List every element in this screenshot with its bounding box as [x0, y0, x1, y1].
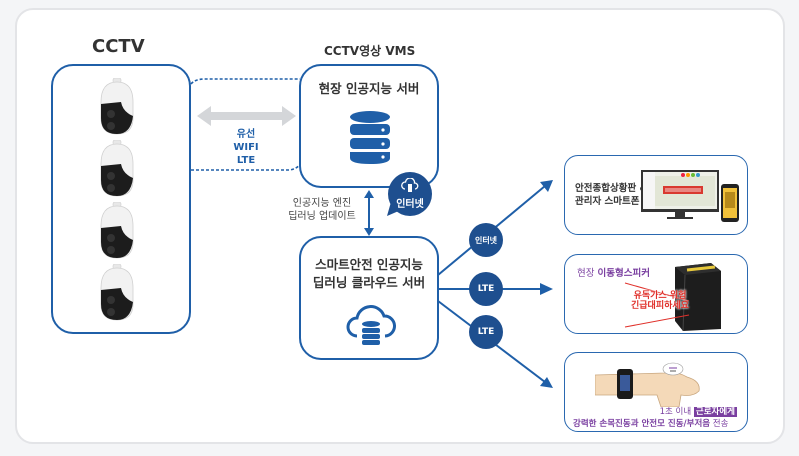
link-type-wired: 유선	[236, 129, 256, 140]
smartwatch-wrist-icon	[595, 362, 700, 407]
dome-camera-icon	[97, 263, 137, 322]
speaker-alert-line-1: 유독가스 위험	[633, 291, 687, 301]
speaker-label: 현장 이동형스피커	[577, 265, 650, 279]
update-line-2: 딥러닝 업데이트	[288, 211, 356, 222]
link-type-wifi: WIFI	[233, 142, 259, 153]
cloud-server-icon	[401, 178, 419, 192]
dashboard-output-box: 안전종합상황판 & 관리자 스마트폰	[564, 155, 748, 235]
speaker-pointer-lines	[624, 282, 690, 328]
database-icon	[350, 111, 390, 164]
wearable-line-1-highlight: 근로자에게	[693, 407, 737, 417]
speaker-output-box: 현장 이동형스피커 유독가스 위험 긴급대피하세요	[564, 254, 748, 334]
vms-server-box: 현장 인공지능 서버	[299, 64, 439, 188]
speaker-alert: 유독가스 위험 긴급대피하세요	[631, 291, 689, 311]
cctv-box	[51, 64, 191, 334]
wearable-line-1: 1초 이내 근로자에게	[660, 405, 737, 417]
wearable-output-box: 1초 이내 근로자에게 강력한 손목진동과 안전모 진동/부저음 전송	[564, 352, 748, 432]
wearable-line-2-plain: 전송	[710, 419, 729, 429]
camera-list	[97, 77, 147, 326]
dashboard-label: 안전종합상황판 & 관리자 스마트폰	[575, 182, 648, 208]
dashboard-label-line-2: 관리자 스마트폰	[575, 196, 640, 207]
speaker-icon	[675, 263, 721, 331]
cloud-database-icon	[346, 305, 396, 345]
cloud-server-box: 스마트안전 인공지능 딥러닝 클라우드 서버	[299, 236, 439, 360]
link-type-lte: LTE	[236, 155, 256, 166]
dashboard-label-line-1: 안전종합상황판 &	[575, 183, 648, 194]
cloud-title-line-1: 스마트안전 인공지능	[315, 257, 423, 272]
wearable-line-2: 강력한 손목진동과 안전모 진동/부저음 전송	[573, 417, 728, 429]
dome-camera-icon	[97, 139, 137, 198]
internet-bubble: 인터넷	[385, 170, 435, 218]
wearable-line-2-bold: 강력한 손목진동과 안전모 진동/부저음	[573, 419, 711, 429]
speaker-label-plain: 현장	[577, 268, 598, 279]
internet-bubble-label: 인터넷	[396, 199, 424, 210]
dome-camera-icon	[97, 77, 137, 136]
cctv-title: CCTV	[92, 36, 145, 57]
cloud-server-title: 스마트안전 인공지능 딥러닝 클라우드 서버	[301, 256, 437, 292]
link-types: 유선 WIFI LTE	[226, 128, 266, 167]
connector-lte-2: LTE	[469, 315, 503, 349]
connector-lte-1: LTE	[469, 272, 503, 306]
speaker-label-bold: 이동형스피커	[597, 268, 650, 279]
update-text: 인공지능 엔진 딥러닝 업데이트	[280, 197, 364, 223]
wearable-line-1-plain: 1초 이내	[659, 407, 694, 417]
dome-camera-icon	[97, 201, 137, 260]
speaker-alert-line-2: 긴급대피하세요	[631, 301, 689, 311]
cloud-title-line-2: 딥러닝 클라우드 서버	[312, 275, 426, 290]
connector-internet: 인터넷	[469, 223, 503, 257]
vms-server-title: 현장 인공지능 서버	[318, 81, 420, 96]
monitor-smartphone-icon	[641, 170, 739, 222]
vms-heading: CCTV영상 VMS	[324, 44, 416, 58]
update-line-1: 인공지능 엔진	[292, 198, 352, 209]
